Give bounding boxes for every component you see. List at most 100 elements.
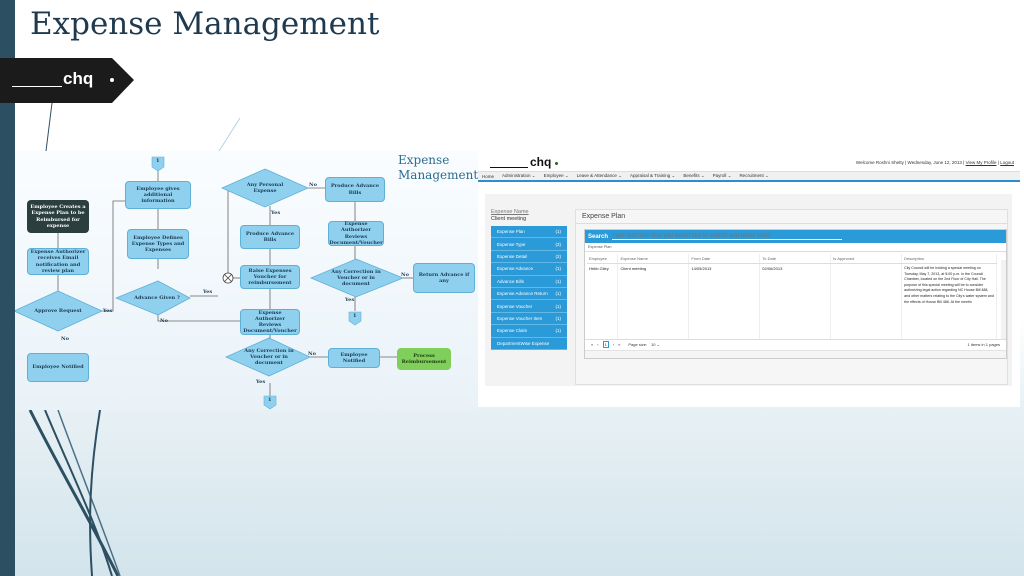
page-size-select[interactable]: 10 ⌄ [651,342,660,347]
nav-appraisal-label: Appraisal & Training [629,173,671,178]
flowchart-title-line2: Management [398,168,478,182]
fc-node-correction-bottom: Any Correction in Voucher or in document [244,347,294,367]
title-divider [576,223,1007,224]
vertical-scrollbar[interactable] [1001,260,1006,340]
fc-node-approve-request: Approve Request [34,307,82,314]
nav-home[interactable]: Home [482,173,495,179]
fc-node-reviews-voucher: Expense Authorizer Reviews Document/Vouc… [240,309,300,335]
current-page[interactable]: 1 [602,340,609,348]
cell-from-date: 14/05/2013 [688,263,761,339]
sidebar-item-count: (1) [555,315,562,321]
fc-start-marker-shape [151,156,165,172]
fc-label-no-approve: No [61,336,69,342]
welcome-text: Welcome Roshni Shetty | Wednesday, June … [855,160,965,165]
sidebar-item-advance-return[interactable]: Expense Advance Return (1) [491,288,567,301]
fc-node-raise-voucher: Raise Expenses Voucher for reimbursement [240,265,300,289]
table-header-row: Employee Expense Name From Date To Date … [587,254,997,264]
sidebar-item-label: Expense Plan [497,229,525,235]
nav-recruitment[interactable]: Recruitment ⌄ [739,173,768,179]
column-header-expense-name[interactable]: Expense Name [617,254,690,264]
nav-administration[interactable]: Administration ⌄ [502,173,536,179]
fc-merge-cross [224,274,232,282]
fc-node-process-reimbursement: Process Reimbursement [397,348,451,370]
fc-label-no-advance: No [160,318,168,324]
user-welcome: Welcome Roshni Shetty | Wednesday, June … [856,160,1014,165]
fc-label-no-correction-bottom: No [308,351,316,357]
fc-node-defines-types: Employee Defines Expense Types and Expen… [127,229,189,259]
sidebar-heading[interactable]: Expense Name [491,209,529,215]
first-page-icon[interactable]: « [591,341,594,347]
next-page-icon[interactable]: › [612,341,615,347]
nav-payroll[interactable]: Payroll ⌄ [713,173,732,179]
fc-diamond-advance [114,280,191,316]
horizontal-scrollbar[interactable] [585,350,1006,358]
cell-employee: Hribb Giley [587,263,619,339]
sidebar-item-label: DepartmentWise Expense [497,340,550,346]
pager: « ‹ 1 › » Page size: 10 ⌄ 1 items in 1 p… [585,339,1006,348]
sidebar-item-expense-plan[interactable]: Expense Plan(1) [491,226,567,239]
chevron-down-icon: ⌄ [531,173,536,178]
nav-administration-label: Administration [502,173,531,178]
fc-node-correction-right: Any Correction in Voucher or in document [331,268,381,288]
sidebar-item-expense-voucher[interactable]: Expense Voucher (1) [491,300,567,313]
sidebar-item-expense-claim[interactable]: Expense Claim (1) [491,325,567,338]
last-page-icon[interactable]: » [618,341,621,347]
fc-label-yes-approve: Yes [103,308,113,314]
sidebar-item-count: (1) [555,328,562,334]
chevron-down-icon: ⌄ [618,173,622,178]
nav-benefits[interactable]: Benefits ⌄ [683,173,704,179]
prev-page-icon[interactable]: ‹ [597,341,599,347]
fc-label-no-correction-right: No [401,272,409,278]
sidebar-list: Expense Plan(1) Expense Type(3) Expense … [491,226,567,350]
column-header-is-approved[interactable]: Is Approved [830,254,903,264]
fc-node-notified-left: Employee Notified [27,353,89,382]
fc-label-yes-personal: Yes [271,210,281,216]
chevron-down-icon: ⌄ [564,173,569,178]
fc-node-create: Employee Creates a Expense Plan to be Re… [27,200,89,233]
grid-caption: Expense Plan [585,243,1006,252]
table-row[interactable]: Hribb Giley Client meeting 14/05/2013 02… [587,263,997,339]
search-input[interactable] [612,233,843,240]
column-header-from-date[interactable]: From Date [688,254,761,264]
fc-diamond-approve [15,290,103,332]
pager-info: 1 items in 1 pages [967,341,1000,347]
sidebar-item-expense-detail[interactable]: Expense Detail(2) [491,251,567,264]
sidebar-item-label: Expense Voucher [497,303,533,309]
fc-diamond-correction-bottom [225,337,311,377]
app-screenshot: chq Welcome Roshni Shetty | Wednesday, J… [478,151,1020,407]
logout-link[interactable]: Logout [1000,160,1014,165]
sidebar-item-advance-bills[interactable]: Advance Bills(1) [491,276,567,288]
welcome-separator: | [997,160,999,165]
sidebar-item-label: Expense Voucher Item [497,315,543,321]
chevron-down-icon: ⌄ [671,173,676,178]
column-header-employee[interactable]: Employee [587,254,619,264]
main-content: Expense Plan Search Expense Plan Employe… [575,209,1008,385]
logo-text: chq [63,69,94,88]
sidebar-item-departmentwise-expense[interactable]: DepartmentWise Expense [491,338,567,350]
app-logo-underline [490,167,528,168]
expense-plan-grid: Search Expense Plan Employee Expense Nam… [584,229,1007,359]
fc-marker-right: 1 [353,313,357,319]
nav-leave-attendance[interactable]: Leave & Attendance ⌄ [577,173,622,179]
flowchart-title-line1: Expense [398,153,450,167]
sidebar-item-expense-advance[interactable]: Expense Advance(1) [491,263,567,276]
sidebar-item-label: Expense Claim [497,328,528,334]
flowchart-connectors [15,156,413,410]
nav-appraisal-training[interactable]: Appraisal & Training ⌄ [630,173,675,179]
fc-node-advance-given: Advance Given ? [134,294,180,301]
sidebar-subheading: Client meeting [491,216,527,222]
fc-label-yes-correction-bottom: Yes [256,379,266,385]
column-header-description[interactable]: Description [901,254,997,264]
sidebar-item-label: Expense Advance Return [497,291,548,297]
view-profile-link[interactable]: View My Profile [965,160,997,165]
fc-node-return-advance: Return Advance if any [413,263,475,293]
app-logo-text: chq [530,155,552,169]
sidebar-item-voucher-item[interactable]: Expense Voucher Item (1) [491,313,567,326]
nav-employee[interactable]: Employee ⌄ [544,173,569,179]
sidebar-item-count: (1) [555,303,562,309]
fc-marker-bottom-shape [263,395,277,410]
fc-diamond-correction-right [309,258,405,298]
sidebar-item-expense-type[interactable]: Expense Type(3) [491,238,567,251]
sidebar-item-count: (1) [555,291,562,297]
column-header-to-date[interactable]: To Date [759,254,832,264]
